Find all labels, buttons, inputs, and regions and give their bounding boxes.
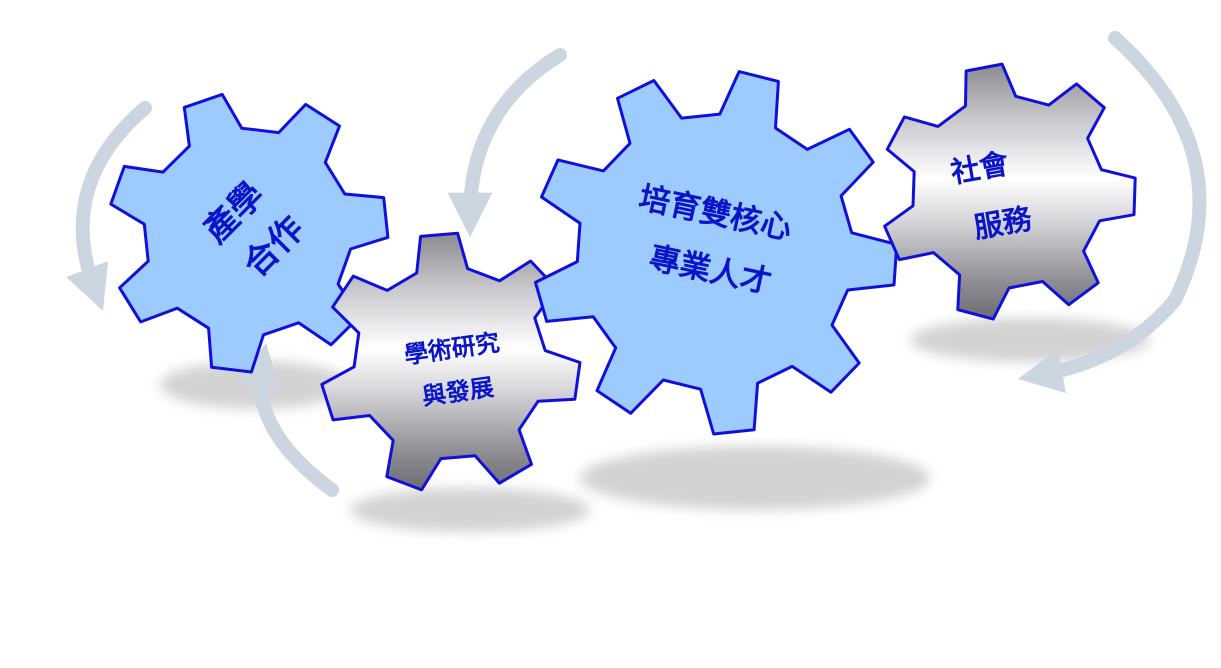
gear-shadow-2 [350,488,590,532]
gear-industry-collaboration: 產學 合作 [109,92,390,374]
gear-social-service: 社會 服務 [883,62,1137,321]
gear-core-talent: 培育雙核心 專業人才 [534,70,899,436]
cycle-arrows [66,31,1207,497]
gear-core-body [534,70,899,436]
gear-research-body [320,231,582,492]
gear-academic-research: 學術研究 與發展 [320,231,582,492]
gear-service-body [883,62,1137,321]
gear-industry-body [109,92,390,374]
gear-shadows [160,318,1150,532]
gear-shadow-3 [580,446,930,510]
gear-shadow-4 [910,318,1150,362]
arrow-left-curve [66,101,152,311]
arrow-right-curve [1017,31,1207,394]
gears: 產學 合作 學術研究 與發展 培育雙核心 專業人才 社會 服務 [109,62,1137,492]
arrow-middle-curve [447,48,567,238]
arrow-bottom-curve [235,342,339,497]
